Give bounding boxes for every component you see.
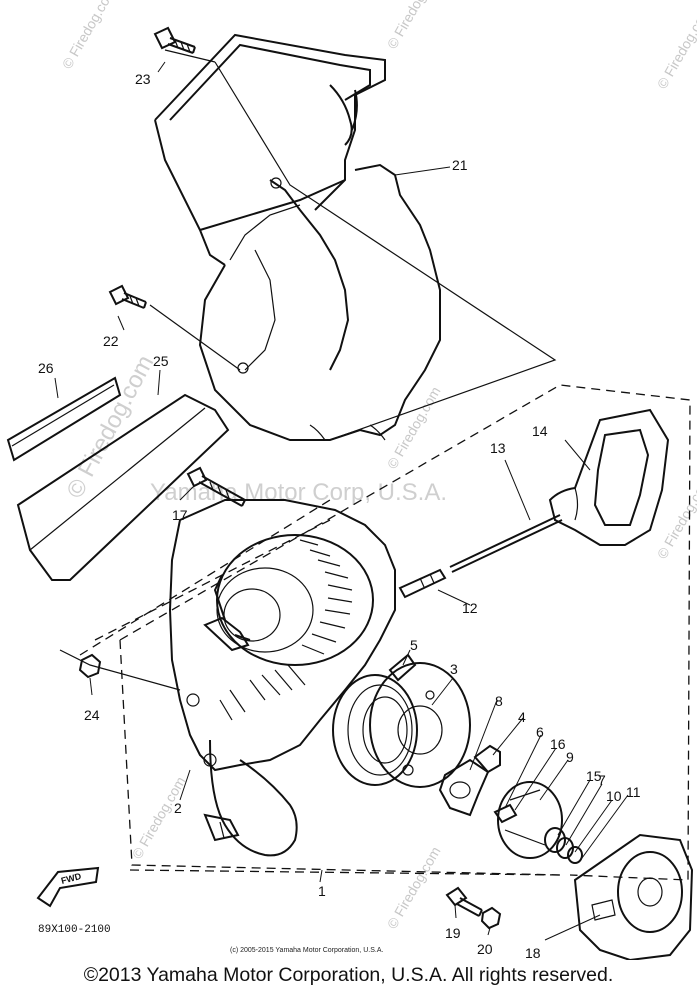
part-label: 7: [598, 772, 606, 788]
watermark-firedog-4: © Firedog.com: [654, 4, 697, 92]
part-label: 15: [586, 768, 602, 784]
spring-5: [388, 653, 417, 682]
part-label: 3: [450, 661, 458, 677]
fwd-arrow-icon: FWD: [36, 866, 100, 908]
assembly-dashed-outlines: [59, 49, 691, 881]
bolt-22: [108, 284, 147, 309]
part-label: 24: [84, 707, 100, 723]
part-label: 8: [495, 693, 503, 709]
watermark-firedog-2: © Firedog.com: [384, 0, 444, 51]
washers-15-7-10: [544, 827, 583, 864]
decal-26: [6, 376, 122, 462]
part-label: 13: [490, 440, 506, 456]
exploded-parts-diagram: Yamaha Motor Corp, U.S.A. © Firedog.com …: [6, 0, 697, 960]
rope-13: [449, 514, 563, 573]
part-label: 2: [174, 800, 182, 816]
bolt-19: [445, 886, 483, 917]
watermark-firedog-7: © Firedog.com: [654, 474, 697, 562]
part-label: 10: [606, 788, 622, 804]
watermark-firedog-5: © Firedog.com: [129, 774, 189, 862]
handle-14: [548, 408, 670, 546]
bolt-23: [153, 26, 196, 54]
fwd-label: FWD: [60, 871, 83, 886]
part-label: 19: [445, 925, 461, 941]
starter-cup-18: [573, 833, 694, 960]
drawing-code: 89X100-2100: [38, 924, 111, 936]
bolt-17: [186, 466, 246, 507]
air-shroud-21: [154, 33, 441, 441]
part-label: 1: [318, 883, 326, 899]
ratchet-8: [438, 758, 490, 817]
watermark-firedog-1: © Firedog.com: [59, 0, 119, 71]
starter-housing-2: [168, 499, 396, 857]
bushing-12: [398, 568, 447, 599]
part-label: 12: [462, 600, 478, 616]
part-label: 26: [38, 360, 54, 376]
part-label: 21: [452, 157, 468, 173]
part-label: 14: [532, 423, 548, 439]
watermark-layer: Yamaha Motor Corp, U.S.A. © Firedog.com …: [59, 0, 697, 932]
part-label: 23: [135, 71, 151, 87]
part-label: 16: [550, 736, 566, 752]
part-label: 22: [103, 333, 119, 349]
part-number-labels: 23 21 22 26 25 14 13 17 12 5 3 8 4 6 16 …: [38, 71, 641, 960]
nut-24: [78, 653, 102, 679]
part-label: 4: [518, 709, 526, 725]
part-label: 20: [477, 941, 493, 957]
watermark-firedog-6: © Firedog.com: [384, 844, 444, 932]
reel-3: [332, 662, 471, 788]
part-label: 25: [153, 353, 169, 369]
part-label: 9: [566, 749, 574, 765]
panel-25: [16, 393, 230, 581]
nut-20: [480, 906, 502, 930]
part-label: 6: [536, 724, 544, 740]
small-copyright: (c) 2005-2015 Yamaha Motor Corporation, …: [230, 947, 383, 954]
copyright-footer: ©2013 Yamaha Motor Corporation, U.S.A. A…: [83, 964, 614, 986]
guide-4: [473, 744, 501, 774]
part-label: 11: [626, 784, 641, 800]
watermark-firedog-large: © Firedog.com: [61, 351, 159, 503]
part-label: 17: [172, 507, 188, 523]
part-label: 18: [525, 945, 541, 960]
part-label: 5: [410, 637, 418, 653]
leader-lines: [54, 61, 629, 941]
